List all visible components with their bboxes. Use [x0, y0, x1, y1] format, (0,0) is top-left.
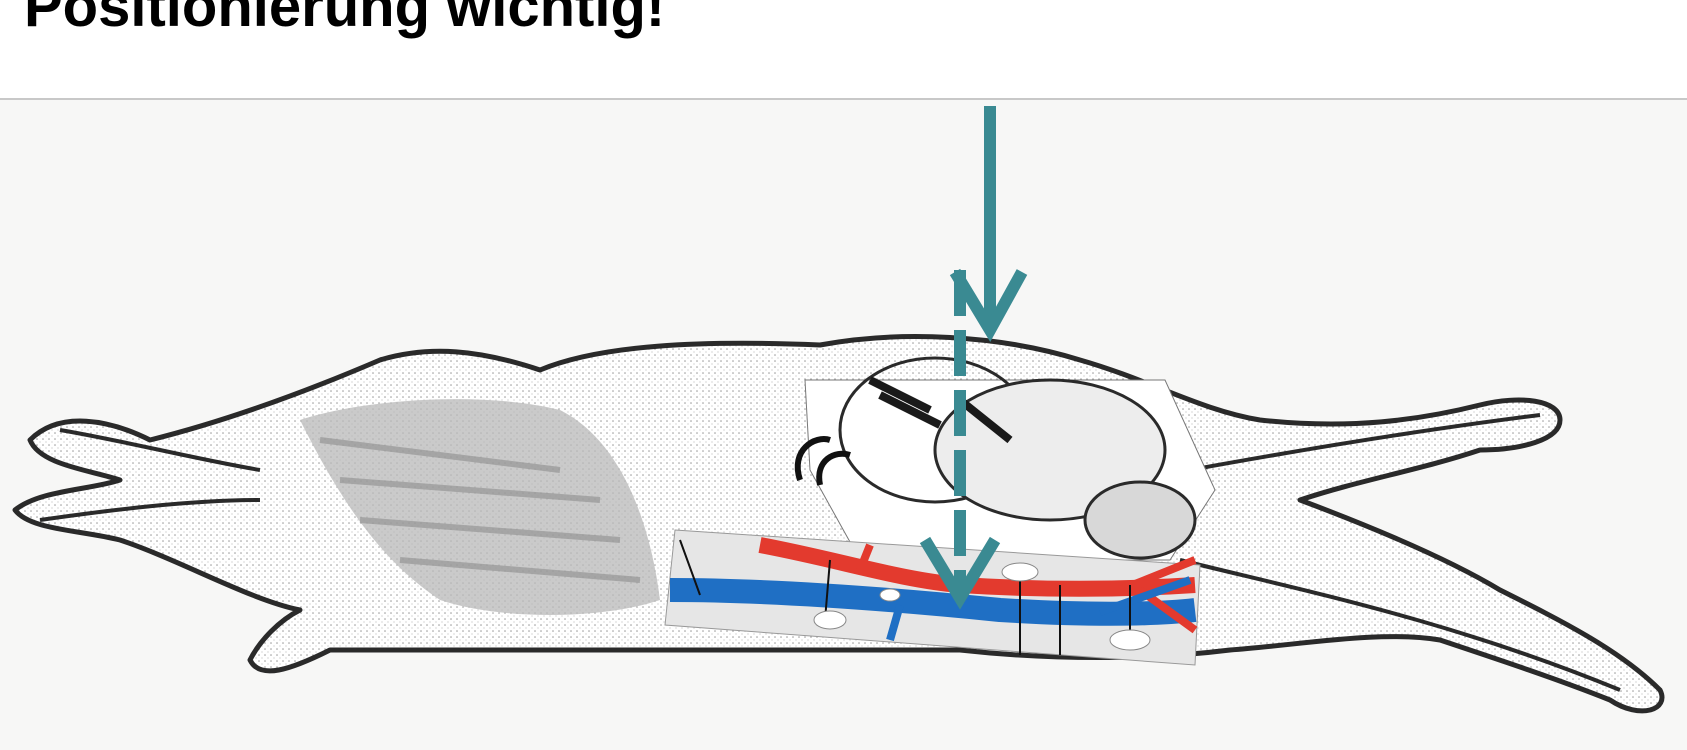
- heart-chamber: [1085, 482, 1195, 558]
- thorax-section: [798, 358, 1215, 560]
- anatomy-figure: [0, 100, 1687, 750]
- anatomy-illustration: [0, 100, 1687, 750]
- slide-title: Positionierung wichtig!: [24, 0, 665, 36]
